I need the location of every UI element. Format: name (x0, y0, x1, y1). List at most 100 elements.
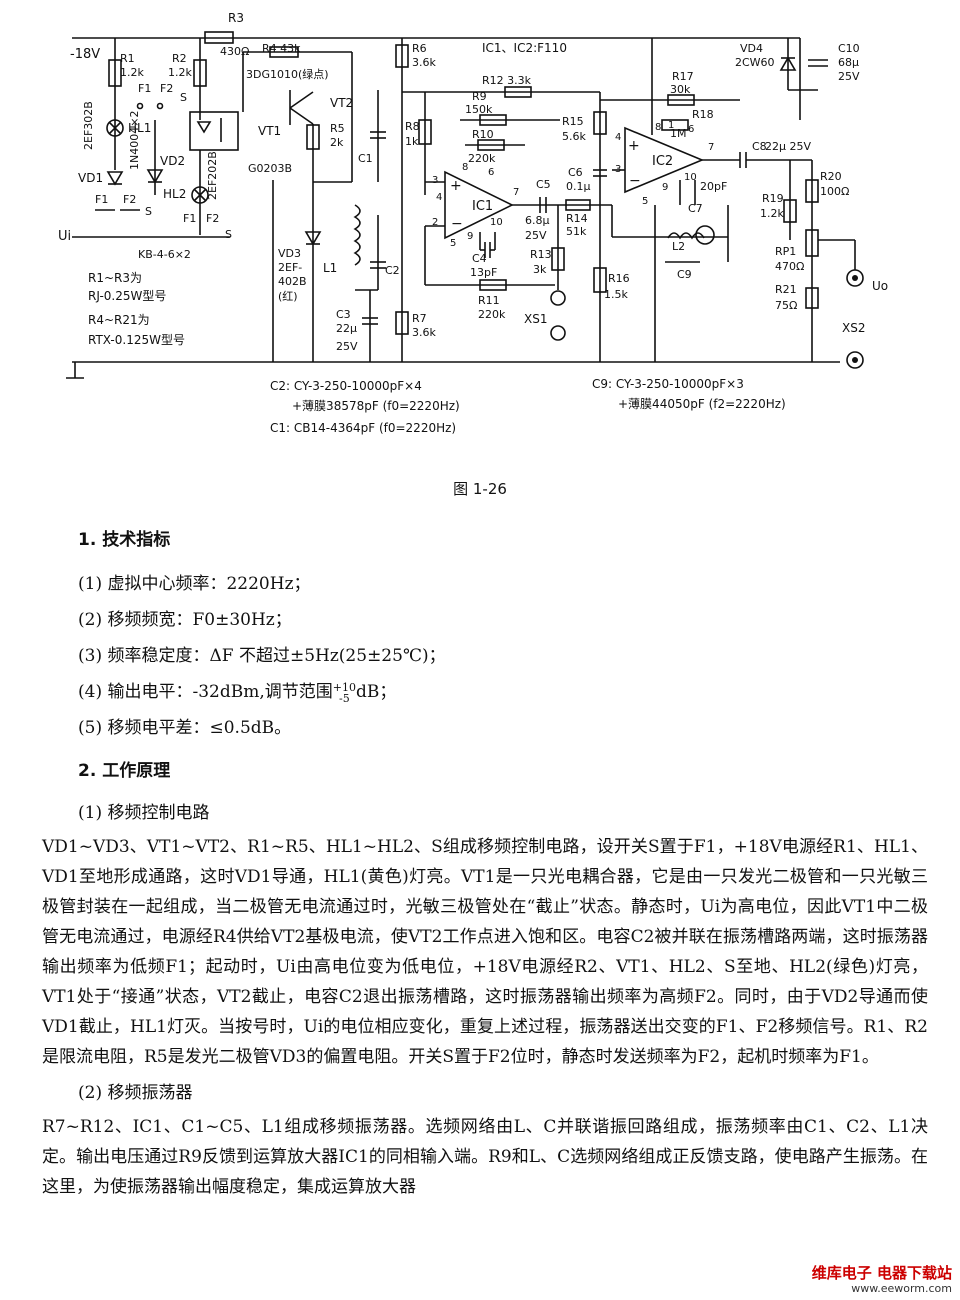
r19-resistor (783, 199, 797, 223)
r7-resistor (395, 311, 409, 335)
svg-text:+薄膜44050pF (f2=2220Hz): +薄膜44050pF (f2=2220Hz) (618, 396, 786, 411)
svg-text:220k: 220k (478, 308, 506, 321)
r11-resistor (479, 279, 507, 291)
svg-text:R12 3.3k: R12 3.3k (482, 74, 532, 87)
svg-text:22μ 25V: 22μ 25V (765, 140, 811, 153)
svg-text:1: 1 (668, 120, 674, 131)
svg-text:S: S (145, 205, 152, 218)
svg-text:4: 4 (436, 192, 442, 203)
svg-text:R1~R3为: R1~R3为 (88, 271, 142, 285)
svg-text:2EF302B: 2EF302B (82, 101, 95, 150)
svg-text:6: 6 (488, 167, 494, 178)
svg-text:+: + (628, 138, 640, 154)
svg-text:XS2: XS2 (842, 321, 865, 335)
svg-text:R2: R2 (172, 52, 187, 65)
svg-text:C3: C3 (336, 308, 351, 321)
svg-text:9: 9 (662, 182, 668, 193)
svg-text:C9: C9 (677, 268, 692, 281)
subsection-2-heading: (2) 移频振荡器 (78, 1083, 193, 1103)
hl1-lamp (106, 119, 124, 137)
r3-resistor (204, 31, 234, 44)
svg-text:F2: F2 (123, 193, 136, 206)
svg-text:R18: R18 (692, 108, 714, 121)
svg-text:R16: R16 (608, 272, 630, 285)
svg-text:R11: R11 (478, 294, 500, 307)
svg-text:25V: 25V (838, 70, 860, 83)
svg-text:C1: C1 (358, 152, 373, 165)
svg-text:G0203B: G0203B (248, 162, 292, 175)
hl2-lamp (191, 186, 209, 204)
r2-resistor (193, 59, 207, 87)
svg-text:F1: F1 (183, 212, 196, 225)
svg-text:F2: F2 (160, 82, 173, 95)
svg-text:3: 3 (432, 175, 438, 186)
svg-text:3k: 3k (533, 263, 547, 276)
svg-text:+薄膜38578pF (f0=2220Hz): +薄膜38578pF (f0=2220Hz) (292, 398, 460, 413)
svg-text:75Ω: 75Ω (775, 299, 797, 312)
r9-resistor (479, 114, 507, 126)
svg-text:C2: C2 (385, 264, 400, 277)
spec-item-3: (3) 频率稳定度：ΔF 不超过±5Hz(25±25℃)； (78, 646, 446, 666)
svg-text:VD1: VD1 (78, 171, 103, 185)
r12-resistor (504, 86, 532, 98)
svg-text:9: 9 (467, 231, 473, 242)
subsection-1-heading: (1) 移频控制电路 (78, 803, 210, 823)
svg-text:HL1: HL1 (128, 121, 151, 135)
svg-text:25V: 25V (525, 229, 547, 242)
svg-text:1.2k: 1.2k (168, 66, 192, 79)
svg-text:VD2: VD2 (160, 154, 185, 168)
section-1-heading: 1. 技术指标 (78, 530, 171, 550)
diode-icon (146, 169, 164, 184)
svg-text:C10: C10 (838, 42, 860, 55)
svg-text:IC1: IC1 (472, 199, 493, 214)
svg-text:R1: R1 (120, 52, 135, 65)
svg-text:R6: R6 (412, 42, 427, 55)
r13-resistor (551, 247, 565, 271)
svg-text:402B: 402B (278, 275, 307, 288)
svg-text:5: 5 (450, 238, 456, 249)
svg-text:L1: L1 (323, 261, 337, 275)
l2-inductor (667, 232, 705, 240)
svg-text:220k: 220k (468, 152, 496, 165)
vt1-optocoupler (189, 111, 239, 151)
svg-text:C7: C7 (688, 202, 703, 215)
section-2: 2. 工作原理 (1) 移频控制电路 VD1~VD3、VT1~VT2、R1~R5… (42, 756, 928, 1202)
svg-text:2EF-: 2EF- (278, 261, 302, 274)
section-1: 1. 技术指标 (1) 虚拟中心频率：2220Hz； (2) 移频频宽：F0±3… (78, 525, 928, 743)
svg-text:7: 7 (708, 142, 714, 153)
ui-label: Ui (58, 229, 71, 244)
r10-resistor (477, 139, 505, 151)
supply-label: -18V (70, 47, 100, 62)
svg-text:R21: R21 (775, 283, 797, 296)
svg-text:1.2k: 1.2k (120, 66, 144, 79)
r15-resistor (593, 111, 607, 135)
r6-resistor (395, 44, 409, 68)
paragraph-1: VD1~VD3、VT1~VT2、R1~R5、HL1~HL2、S组成移频控制电路，… (42, 837, 928, 1067)
rp1-pot (805, 229, 819, 257)
watermark: 维库电子 电器下载站 www.eeworm.com (782, 1262, 952, 1296)
svg-text:R5: R5 (330, 122, 345, 135)
svg-text:Uo: Uo (872, 279, 888, 293)
svg-text:2: 2 (432, 217, 438, 228)
r14-resistor (565, 199, 591, 211)
svg-text:1N4004×2: 1N4004×2 (128, 111, 141, 170)
svg-text:1.5k: 1.5k (604, 288, 628, 301)
r5-resistor (306, 124, 320, 150)
vd3-led (304, 231, 322, 246)
svg-text:S: S (180, 91, 187, 104)
svg-text:−: − (451, 216, 463, 232)
svg-text:C4: C4 (472, 252, 487, 265)
svg-text:5: 5 (642, 196, 648, 207)
svg-text:C1: CB14-4364pF (f0=2220Hz): C1: CB14-4364pF (f0=2220Hz) (270, 421, 456, 435)
svg-text:8: 8 (462, 162, 468, 173)
xs1-jack (550, 290, 566, 306)
r20-resistor (805, 179, 819, 203)
r17-resistor (667, 94, 695, 106)
r1-resistor (108, 59, 122, 87)
svg-text:10: 10 (490, 217, 503, 228)
svg-text:0.1μ: 0.1μ (566, 180, 591, 193)
svg-text:C2: CY-3-250-10000pF×4: C2: CY-3-250-10000pF×4 (270, 379, 422, 393)
svg-text:8: 8 (655, 122, 661, 133)
spec-item-1: (1) 虚拟中心频率：2220Hz； (78, 574, 311, 594)
